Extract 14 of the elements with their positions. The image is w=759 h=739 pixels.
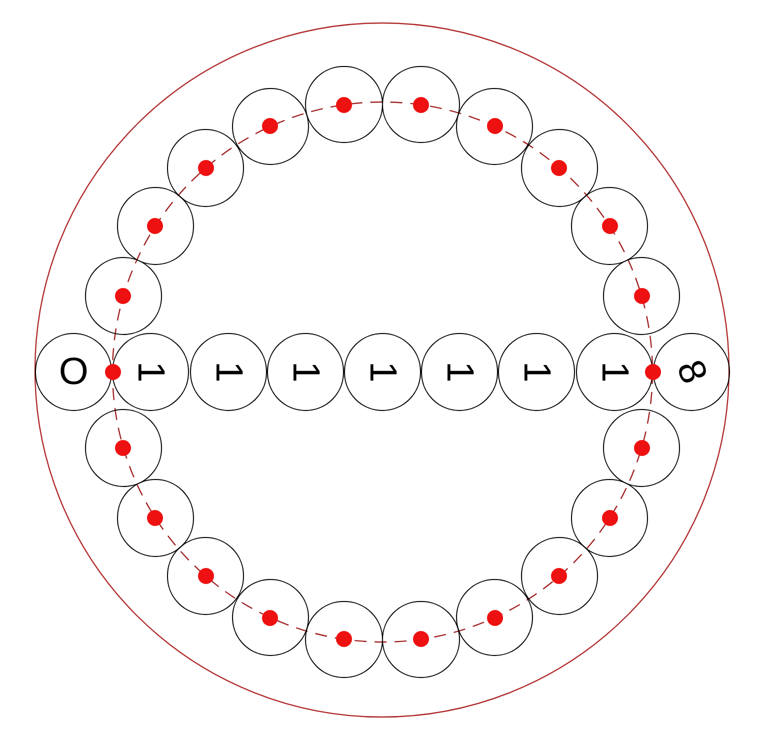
circle-label: 8 [670, 356, 713, 388]
circle-label: 1 [595, 361, 634, 383]
circle-label: 1 [440, 361, 479, 383]
node-circle [266, 333, 344, 411]
node-circle [190, 333, 267, 411]
circle-label: O [58, 352, 88, 391]
circle-label: 1 [132, 361, 170, 383]
node-circle [498, 333, 576, 411]
circle-label: 1 [286, 361, 324, 383]
circle-label: 1 [363, 361, 402, 383]
node-circle [421, 333, 498, 411]
node-circle [344, 333, 422, 411]
circle-label: 1 [518, 361, 556, 383]
circle-label: 1 [209, 361, 248, 383]
